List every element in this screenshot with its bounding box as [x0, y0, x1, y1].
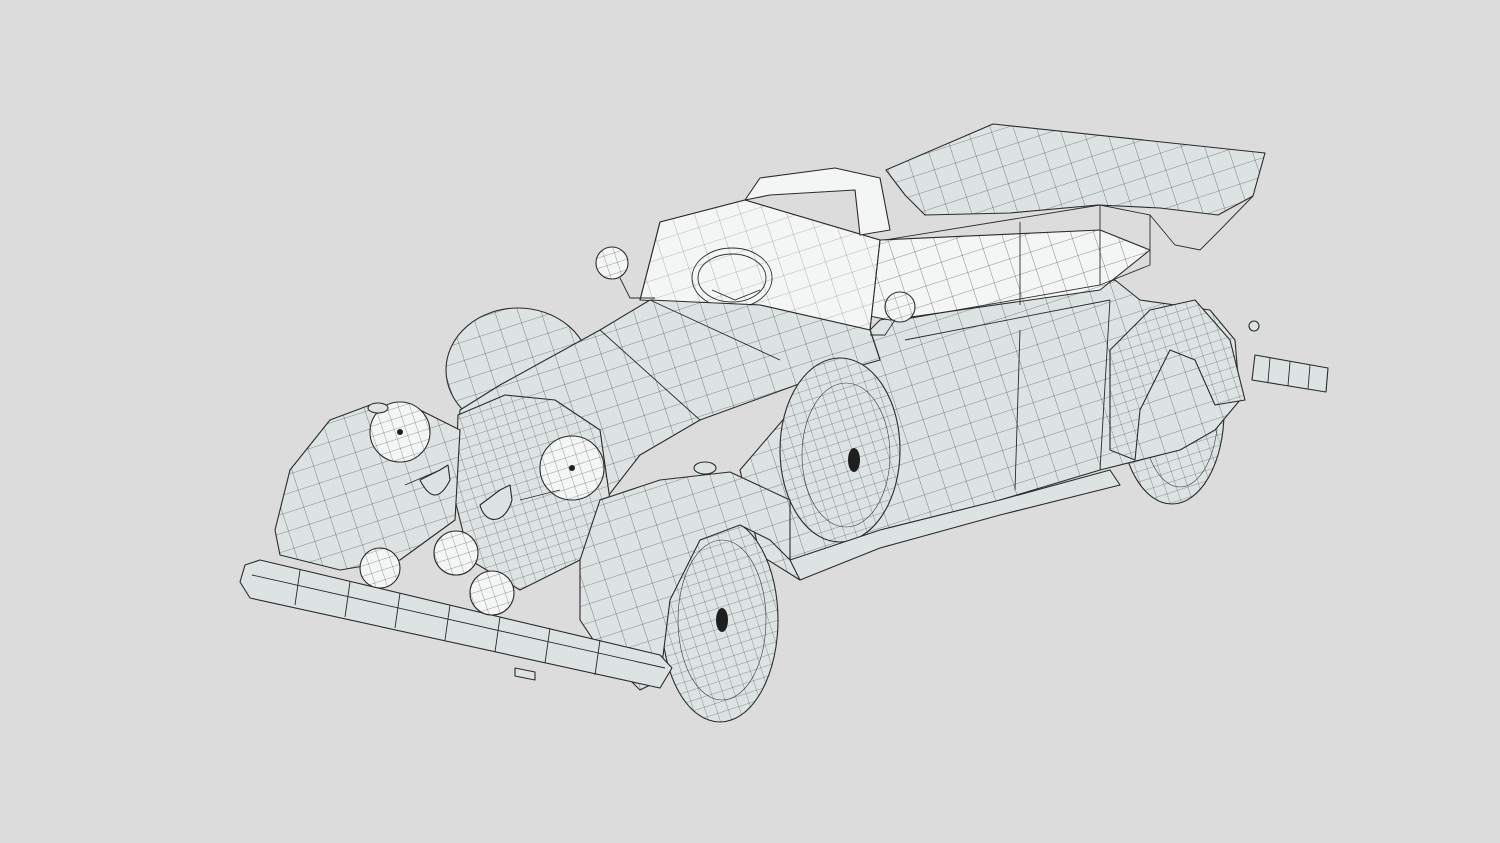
- fender-marker-lights: [367, 402, 717, 475]
- spot-lamp-left: [595, 246, 655, 299]
- rear-bumper: [1248, 320, 1329, 393]
- front-right-wheel: [661, 517, 779, 723]
- horns: [404, 464, 561, 520]
- middle-right-wheel: [779, 357, 901, 543]
- right-headlight: [539, 435, 605, 501]
- rear-fender: [1109, 299, 1246, 461]
- left-headlight: [369, 401, 431, 463]
- windshield: [639, 167, 891, 331]
- running-board: [789, 469, 1121, 581]
- front-bumper: [239, 559, 673, 689]
- rear-window-frame: [884, 204, 1151, 321]
- driving-lamps: [359, 530, 515, 616]
- spot-lamp-right: [870, 291, 916, 336]
- folded-soft-top: [885, 123, 1266, 251]
